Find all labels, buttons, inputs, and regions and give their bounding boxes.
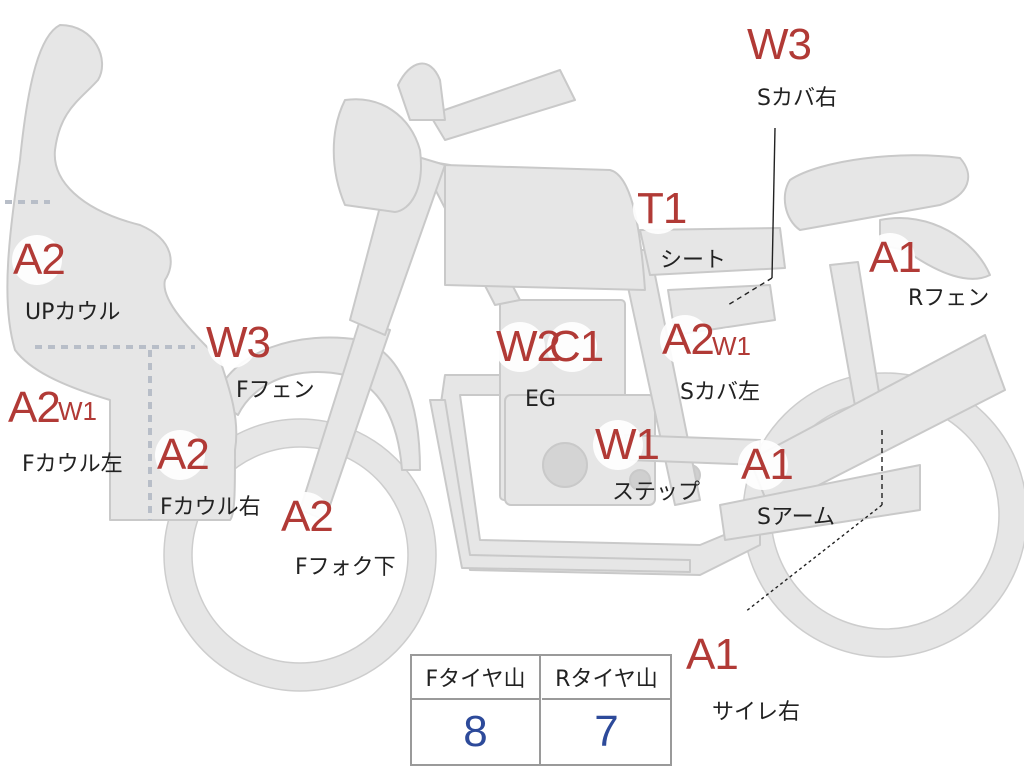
f-fender-code: W3 (206, 318, 271, 367)
swing-arm-label: Sアーム (757, 505, 835, 530)
swing-arm (749, 334, 1006, 511)
front-tire-header: Fタイヤ山 (412, 656, 541, 700)
fuel-tank (444, 164, 646, 291)
seat-code: T1 (637, 184, 687, 233)
f-cowl-right-code: A2 (157, 430, 210, 479)
f-fork-lower-code: A2 (281, 492, 334, 541)
swing-arm-code: A1 (741, 440, 794, 489)
silencer (719, 464, 921, 541)
side-cover-right-label: Sカバ右 (757, 86, 837, 111)
silencer-right-code: A1 (686, 630, 739, 679)
tire-tread-table: Fタイヤ山 Rタイヤ山 8 7 (410, 654, 672, 766)
f-cowl-left-subcode: W1 (58, 396, 97, 426)
f-fender-label: Fフェン (236, 378, 315, 403)
front-tire-value: 8 (412, 700, 541, 764)
f-cowl-left-label: Fカウル左 (22, 452, 123, 477)
silencer-right-label: サイレ右 (712, 700, 801, 725)
seat-label: シート (660, 248, 727, 273)
rear-tire-value: 7 (594, 707, 619, 756)
front-wheel (164, 419, 436, 691)
f-cowl-right-label: Fカウル右 (160, 495, 261, 520)
rear-tire-header: Rタイヤ山 (542, 656, 671, 700)
r-fender-code: A1 (869, 233, 922, 282)
f-fork-lower-label: Fフォク下 (295, 555, 396, 580)
seat (639, 227, 786, 276)
side-cover-left-subcode: W1 (712, 331, 751, 361)
fairing (6, 24, 238, 521)
step-label: ステップ (612, 480, 701, 505)
headlight (332, 98, 422, 213)
engine-code-2: C1 (549, 322, 604, 371)
rear-fender (879, 217, 991, 280)
up-cowl-code: A2 (13, 235, 66, 284)
side-cover-right-code: W3 (747, 20, 812, 69)
engine-code-1: W2 (496, 322, 561, 371)
r-fender-label: Rフェン (908, 286, 990, 311)
step-code: W1 (595, 420, 660, 469)
up-cowl-label: UPカウル (25, 300, 121, 325)
side-cover-left-label: Sカバ左 (680, 380, 760, 405)
engine-label: EG (525, 387, 556, 412)
f-cowl-left-code: A2 (8, 383, 61, 432)
side-cover-left-code: A2 (662, 315, 715, 364)
handlebar (429, 69, 576, 141)
